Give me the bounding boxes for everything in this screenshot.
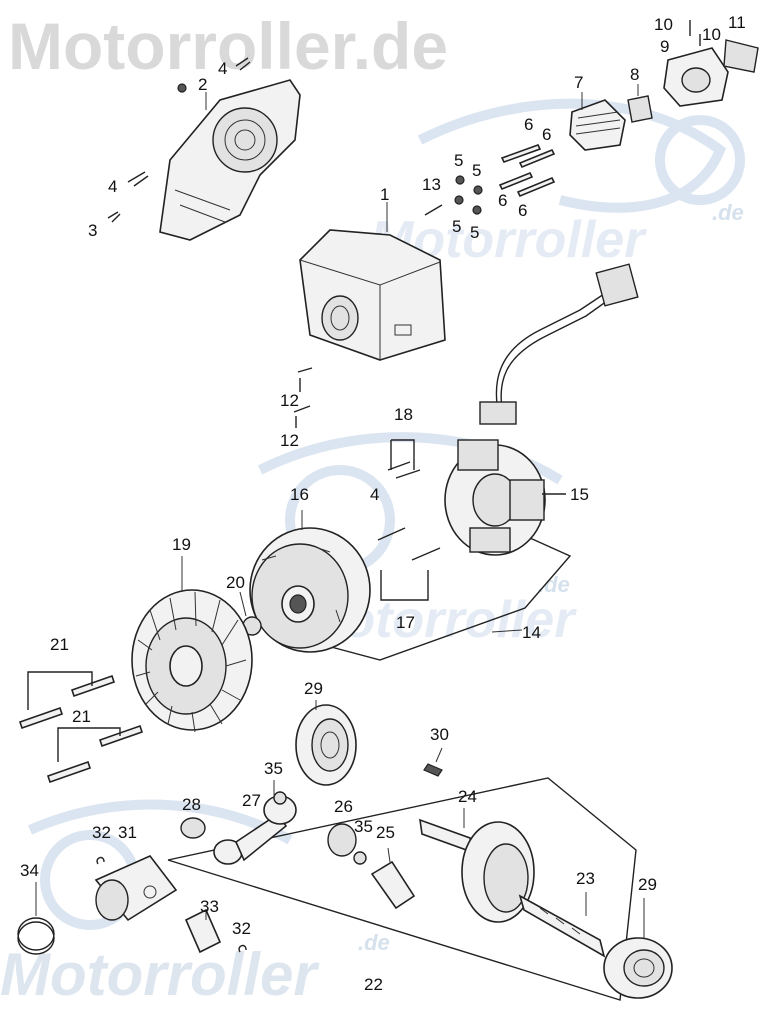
callout-20: 20 xyxy=(226,573,245,592)
watermark-scooter-logo xyxy=(27,98,745,930)
callout-35-b: 35 xyxy=(354,817,373,836)
callout-labels: 2 4 4 3 1 5 5 5 5 13 6 6 6 6 7 8 9 10 10… xyxy=(20,13,746,994)
callout-34: 34 xyxy=(20,861,39,880)
callout-33: 33 xyxy=(200,897,219,916)
callout-6-a: 6 xyxy=(524,115,533,134)
callout-28: 28 xyxy=(182,795,201,814)
watermark-suffix-middle: .de xyxy=(538,572,570,597)
callout-6-d: 6 xyxy=(518,201,527,220)
part-screws-17 xyxy=(377,527,441,561)
part-connecting-rod xyxy=(213,795,297,865)
part-screws-18 xyxy=(387,461,421,479)
part-studs-6 xyxy=(498,144,556,198)
part-clip-32b xyxy=(238,944,247,953)
part-bearing-29-upper xyxy=(295,704,357,786)
bracket-22 xyxy=(167,777,637,1001)
part-clip-32a xyxy=(96,856,105,865)
callout-25: 25 xyxy=(376,823,395,842)
callout-6-b: 6 xyxy=(542,125,551,144)
part-cylinder-head xyxy=(569,99,626,151)
part-needle-bearing-28 xyxy=(180,817,206,839)
callout-2: 2 xyxy=(198,75,207,94)
watermark-suffix-bottom: .de xyxy=(358,930,390,955)
callout-4-left: 4 xyxy=(108,177,117,196)
callout-5-a: 5 xyxy=(454,151,463,170)
part-washer-35b xyxy=(353,851,367,865)
bracket-17 xyxy=(380,570,429,601)
callout-5-b: 5 xyxy=(472,161,481,180)
callout-leaders xyxy=(35,84,645,938)
callout-27: 27 xyxy=(242,791,261,810)
part-cylinder-9 xyxy=(663,47,729,107)
callout-14: 14 xyxy=(522,623,541,642)
callout-32-a: 32 xyxy=(92,823,111,842)
callout-10-a: 10 xyxy=(654,15,673,34)
part-bearing-26 xyxy=(327,823,357,857)
callout-11: 11 xyxy=(728,13,746,32)
callout-16: 16 xyxy=(290,485,309,504)
callout-21-a: 21 xyxy=(50,635,69,654)
part-crankshaft xyxy=(419,818,606,958)
callout-29-upper: 29 xyxy=(304,679,323,698)
watermark-top: Motorroller.de xyxy=(8,9,449,83)
callout-6-c: 6 xyxy=(498,191,507,210)
part-crank-pin-25 xyxy=(370,860,416,910)
part-stator xyxy=(444,263,639,556)
callout-7: 7 xyxy=(574,73,583,92)
watermark-bottom: Motorroller xyxy=(0,941,317,1008)
part-bolt-12a xyxy=(297,367,313,392)
callout-5-c: 5 xyxy=(452,217,461,236)
callout-35-a: 35 xyxy=(264,759,283,778)
callout-15: 15 xyxy=(570,485,589,504)
callout-23: 23 xyxy=(576,869,595,888)
callout-10-b: 10 xyxy=(702,25,721,44)
callout-30: 30 xyxy=(430,725,449,744)
part-piston xyxy=(94,855,178,922)
callout-4-stator: 4 xyxy=(370,485,379,504)
part-piston-pin-33 xyxy=(184,908,222,954)
callout-4-top: 4 xyxy=(218,59,227,78)
callout-29-lower: 29 xyxy=(638,875,657,894)
part-gasket-11 xyxy=(723,39,759,73)
callout-12-a: 12 xyxy=(280,391,299,410)
callout-32-b: 32 xyxy=(232,919,251,938)
part-cooling-fan xyxy=(131,589,253,733)
part-bolts-21 xyxy=(18,671,144,784)
callout-8: 8 xyxy=(630,65,639,84)
callout-31: 31 xyxy=(118,823,137,842)
part-gasket-8 xyxy=(627,95,653,123)
callout-9: 9 xyxy=(660,37,669,56)
part-fan-cover xyxy=(159,79,301,241)
callout-21-b: 21 xyxy=(72,707,91,726)
part-bearing-29-lower xyxy=(603,937,673,999)
part-washer-35a xyxy=(273,791,287,805)
bracket-14 xyxy=(304,537,572,661)
callout-17: 17 xyxy=(396,613,415,632)
callout-26: 26 xyxy=(334,797,353,816)
callout-3: 3 xyxy=(88,221,97,240)
callout-22: 22 xyxy=(364,975,383,994)
part-piston-rings xyxy=(17,917,55,955)
callout-5-d: 5 xyxy=(470,223,479,242)
part-bolt-13 xyxy=(424,204,443,216)
part-screw-4a xyxy=(127,171,149,187)
callout-1: 1 xyxy=(380,185,389,204)
callout-12-b: 12 xyxy=(280,431,299,450)
part-flywheel xyxy=(249,527,371,653)
callout-24: 24 xyxy=(458,787,477,806)
part-nuts-5 xyxy=(454,175,483,215)
bracket-18 xyxy=(390,439,415,470)
callout-19: 19 xyxy=(172,535,191,554)
part-screw-4b xyxy=(235,57,251,71)
callout-13: 13 xyxy=(422,175,441,194)
callout-18: 18 xyxy=(394,405,413,424)
part-screw-3 xyxy=(107,211,121,223)
watermark-suffix-upper: .de xyxy=(712,200,744,225)
part-key-30 xyxy=(423,763,443,777)
part-bolt-12b xyxy=(293,405,311,428)
part-pins-10 xyxy=(689,20,701,46)
part-cylinder-shroud xyxy=(299,229,446,361)
